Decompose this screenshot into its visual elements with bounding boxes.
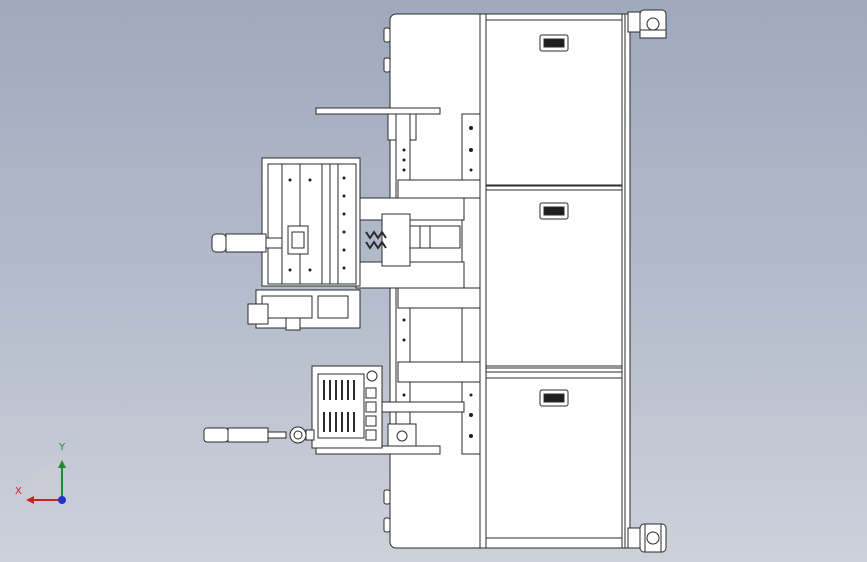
y-axis-arrowhead bbox=[58, 460, 66, 468]
slider-block bbox=[381, 213, 411, 267]
crossbar-lower bbox=[397, 361, 481, 383]
cabinet-assembly bbox=[383, 9, 667, 553]
pneumatic-cylinder-upper bbox=[211, 233, 283, 253]
drawer-handle bbox=[539, 202, 569, 220]
caster-wheel-top bbox=[627, 9, 667, 39]
drawer-handle bbox=[539, 34, 569, 52]
pneumatic-cylinder-lower bbox=[203, 426, 315, 444]
x-axis-label: X bbox=[15, 486, 22, 497]
gripper-assembly bbox=[211, 157, 361, 331]
z-axis-dot bbox=[58, 496, 66, 504]
shaft bbox=[381, 401, 465, 413]
control-box bbox=[311, 365, 465, 449]
main-frame bbox=[315, 107, 481, 455]
y-axis-label: Y bbox=[59, 442, 66, 453]
caster-wheel-bottom bbox=[627, 523, 667, 553]
drawer-handle bbox=[539, 389, 569, 407]
top-plate bbox=[315, 107, 441, 115]
x-axis-arrowhead bbox=[26, 496, 34, 504]
